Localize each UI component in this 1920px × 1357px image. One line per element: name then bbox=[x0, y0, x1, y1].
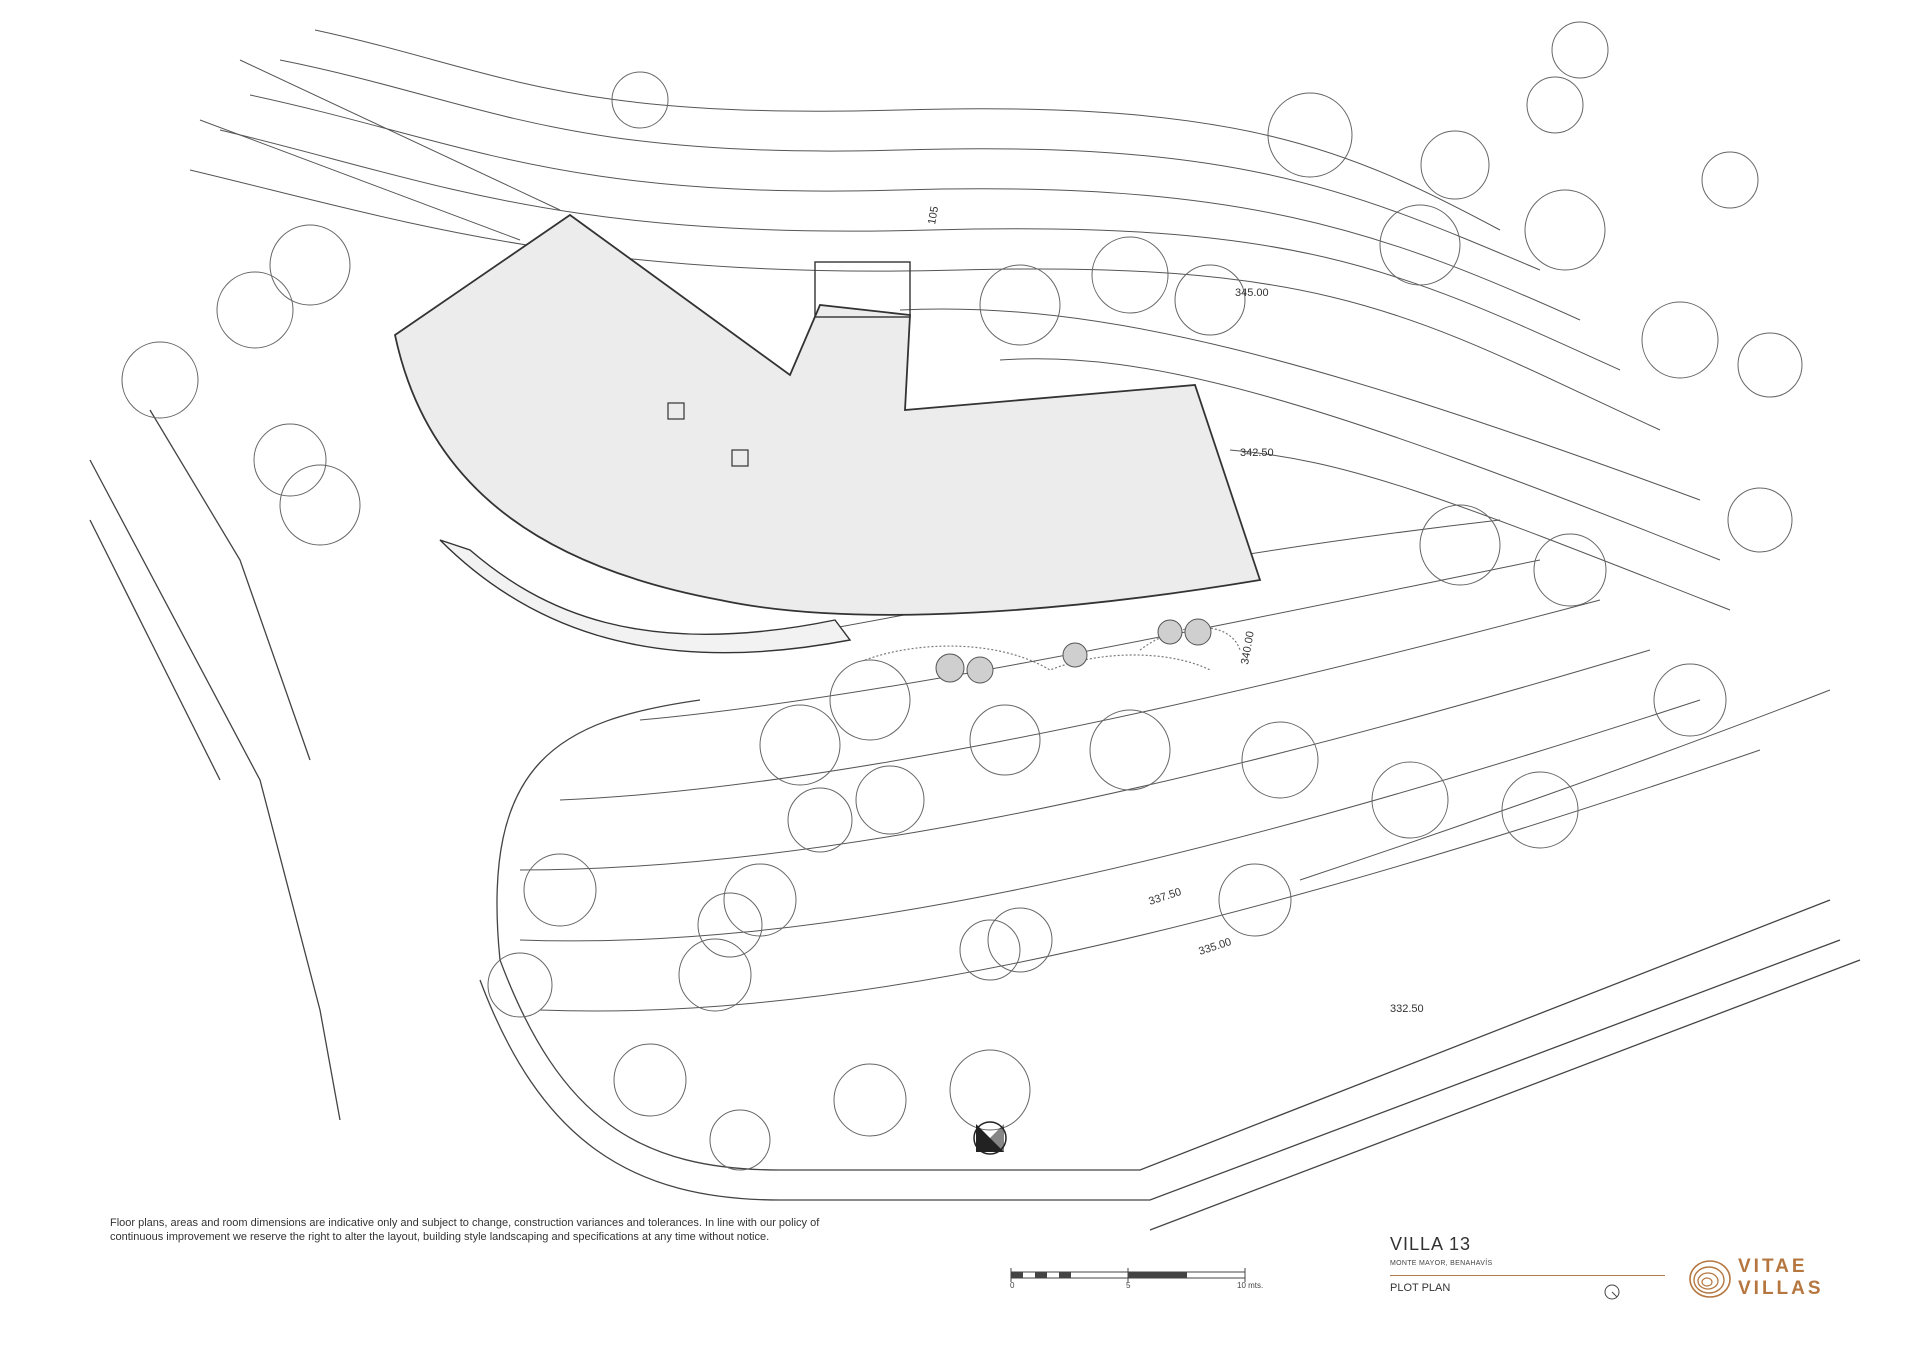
disclaimer-line-1: Floor plans, areas and room dimensions a… bbox=[110, 1217, 820, 1229]
building-footprint bbox=[393, 213, 1262, 654]
setback-dimension: 105 bbox=[926, 205, 941, 225]
disclaimer-line-2: continuous improvement we reserve the ri… bbox=[110, 1231, 770, 1243]
disclaimer-text: Floor plans, areas and room dimensions a… bbox=[110, 1216, 970, 1244]
title-block: VILLA 13 MONTE MAYOR, BENAHAVÍS PLOT PLA… bbox=[1390, 1234, 1670, 1304]
elevation-335: 335.00 bbox=[1197, 936, 1233, 958]
title-divider bbox=[1390, 1275, 1665, 1276]
planting-strip bbox=[864, 618, 1241, 684]
tree-ring-logo-icon bbox=[1689, 1260, 1731, 1298]
scale-bar bbox=[1010, 1268, 1246, 1282]
brand-logo: VITAE VILLAS bbox=[1688, 1256, 1888, 1302]
access-road bbox=[89, 409, 1861, 1231]
brand-line-2: VILLAS bbox=[1738, 1278, 1824, 1299]
contour-lines bbox=[189, 29, 1831, 1012]
compass-rose-icon bbox=[973, 1121, 1007, 1155]
villa-title: VILLA 13 bbox=[1390, 1234, 1472, 1254]
brand-name: VITAE VILLAS bbox=[1738, 1256, 1824, 1300]
scale-label-5: 5 bbox=[1126, 1281, 1131, 1290]
brand-line-1: VITAE bbox=[1738, 1256, 1808, 1277]
elevation-337-50: 337.50 bbox=[1147, 886, 1183, 908]
scale-label-0: 0 bbox=[1010, 1281, 1015, 1290]
elevation-345: 345.00 bbox=[1235, 287, 1269, 299]
sheet-title: PLOT PLAN bbox=[1390, 1282, 1451, 1294]
elevation-342-50: 342.50 bbox=[1240, 447, 1274, 459]
elevation-340: 340.00 bbox=[1239, 630, 1257, 665]
landscape-trees bbox=[121, 21, 1803, 1171]
scale-label-10: 10 mts. bbox=[1237, 1281, 1264, 1290]
location-text: MONTE MAYOR, BENAHAVÍS bbox=[1390, 1260, 1493, 1267]
compass-north-icon bbox=[1604, 1284, 1620, 1300]
elevation-332-50: 332.50 bbox=[1390, 1003, 1424, 1015]
